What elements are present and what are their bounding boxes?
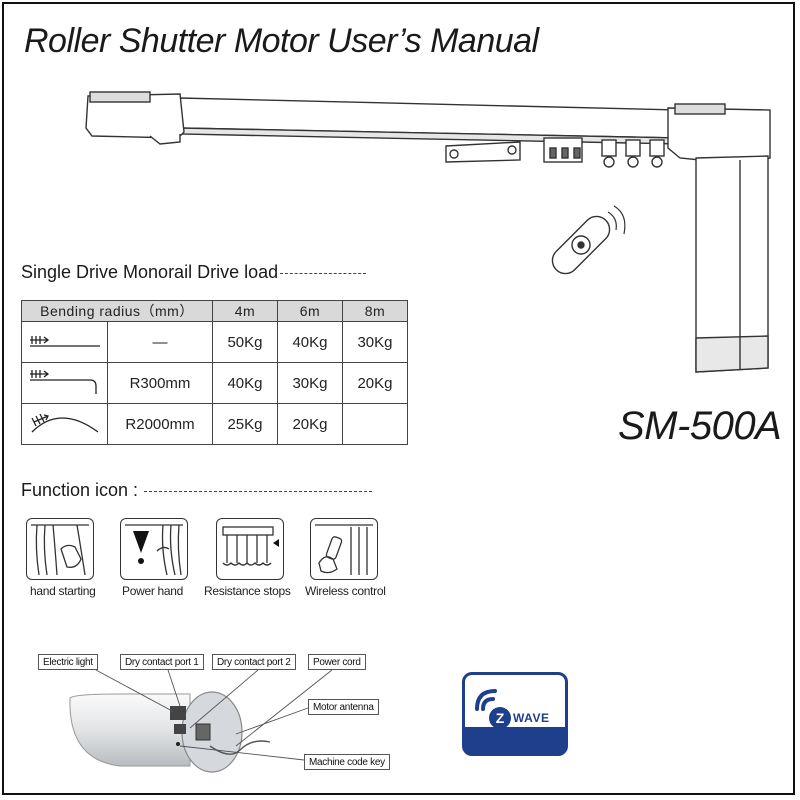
resistance-stops-icon <box>222 526 279 566</box>
header-6m: 6m <box>277 300 343 322</box>
wireless-waves-icon <box>475 689 497 711</box>
load-6m-cell: 40Kg <box>277 321 343 363</box>
callout-power-cord: Power cord <box>308 654 366 670</box>
zwave-text: WAVE <box>513 711 550 725</box>
zwave-z-mark: Z <box>489 707 511 729</box>
wireless-control-icon <box>315 524 373 575</box>
function-heading-text: Function icon : <box>21 480 139 500</box>
table-row: R2000mm 25Kg 20Kg <box>21 403 408 445</box>
load-4m-cell: 50Kg <box>212 321 278 363</box>
callout-dry-contact-1: Dry contact port 1 <box>120 654 204 670</box>
callout-motor-antenna: Motor antenna <box>308 699 379 715</box>
model-number: SM-500A <box>618 404 782 448</box>
hand-starting-label: hand starting <box>30 584 96 598</box>
track-cell <box>21 362 108 404</box>
curtain-rail-illustration <box>85 91 771 373</box>
wireless-control-label: Wireless control <box>305 584 386 598</box>
load-4m-cell: 40Kg <box>212 362 278 404</box>
load-4m-cell: 25Kg <box>212 403 278 445</box>
dashed-line <box>144 490 373 492</box>
zwave-logo: Z WAVE <box>462 672 568 756</box>
header-8m: 8m <box>342 300 408 322</box>
load-8m-cell: 30Kg <box>342 321 408 363</box>
radius-cell: R300mm <box>107 362 213 404</box>
resistance-stops-icon-box <box>216 518 284 580</box>
table-row: R300mm 40Kg 30Kg 20Kg <box>21 362 408 404</box>
motor-illustration <box>69 669 333 773</box>
callout-dry-contact-2: Dry contact port 2 <box>212 654 296 670</box>
load-6m-cell: 20Kg <box>277 403 343 445</box>
zwave-z-letter: Z <box>496 710 505 726</box>
track-cell <box>21 321 108 363</box>
radius-cell: — <box>107 321 213 363</box>
power-hand-icon-box <box>120 518 188 580</box>
hand-starting-icon <box>31 524 89 576</box>
remote-control-illustration <box>551 205 626 275</box>
zwave-logo-panel <box>465 675 565 727</box>
load-heading-text: Single Drive Monorail Drive load <box>21 262 279 282</box>
header-bending-radius: Bending radius（mm） <box>21 300 213 322</box>
power-hand-icon <box>125 524 183 576</box>
header-4m: 4m <box>212 300 278 322</box>
wireless-control-icon-box <box>310 518 378 580</box>
resistance-stops-label: Resistance stops <box>204 584 291 598</box>
power-hand-label: Power hand <box>122 584 184 598</box>
page-title: Roller Shutter Motor User’s Manual <box>24 22 539 60</box>
load-8m-cell: 20Kg <box>342 362 408 404</box>
load-table: Bending radius（mm） 4m 6m 8m — 50Kg 40Kg … <box>21 300 408 445</box>
radius-cell: R2000mm <box>107 403 213 445</box>
load-section-heading: Single Drive Monorail Drive load <box>21 262 367 283</box>
function-section-heading: Function icon : <box>21 480 373 501</box>
table-row: — 50Kg 40Kg 30Kg <box>21 321 408 363</box>
callout-electric-light: Electric light <box>38 654 98 670</box>
load-8m-cell <box>342 403 408 445</box>
curved-track-icon <box>30 413 98 433</box>
track-cell <box>21 403 108 445</box>
load-6m-cell: 30Kg <box>277 362 343 404</box>
bent-track-icon <box>29 370 97 394</box>
table-header-row: Bending radius（mm） 4m 6m 8m <box>21 300 408 322</box>
hand-starting-icon-box <box>26 518 94 580</box>
dashed-line <box>280 272 367 274</box>
callout-machine-code-key: Machine code key <box>304 754 390 770</box>
straight-track-icon <box>29 336 100 347</box>
